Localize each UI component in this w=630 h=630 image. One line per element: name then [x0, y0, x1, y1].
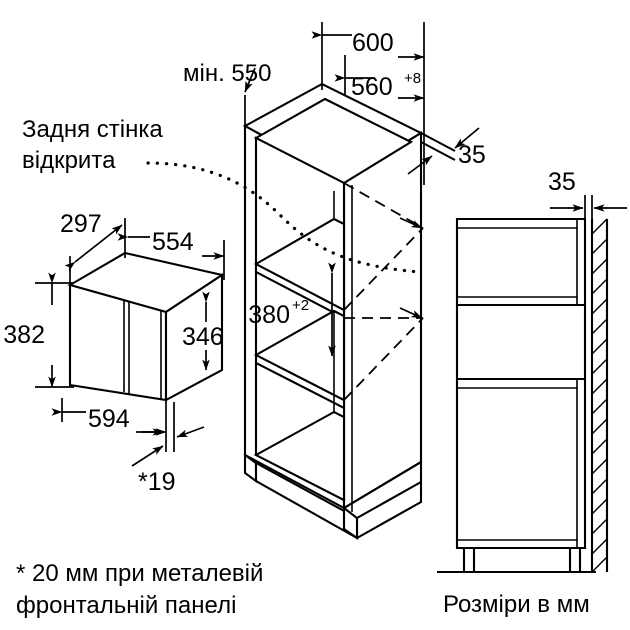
cabinet-lower-floor — [253, 410, 346, 502]
back-wall-open-annotation: Задня стінка відкрита — [22, 116, 422, 274]
dim-mw-front-height-value: 382 — [3, 321, 45, 349]
units-note: Розміри в мм — [443, 591, 590, 618]
side-section-drawing: 35 — [437, 168, 627, 574]
dim-top-clearance-arrow-upper — [454, 127, 480, 149]
dim-mw-body-height-value: 346 — [182, 323, 224, 351]
side-foot-right — [568, 546, 582, 574]
dim-niche-width-tolerance: +8 — [404, 70, 421, 87]
cabinet-shelf-lower-surface — [253, 309, 346, 402]
wall-hatching — [591, 218, 608, 573]
back-wall-open-line2: відкрита — [22, 147, 116, 174]
cabinet-plinth-right-top-edge — [356, 481, 422, 519]
cabinet-right-side-face — [342, 131, 423, 510]
hidden-depth-line-upper-top — [343, 182, 424, 229]
side-lower-box-inner — [457, 387, 578, 541]
dim-mw-panel-thickness-arrow-lower — [131, 445, 164, 467]
dim-mw-body-width-value: 554 — [152, 228, 194, 256]
cabinet-top-overhang-upper — [420, 132, 456, 152]
cabinet-isometric-drawing: 380 +2 — [242, 82, 424, 541]
dim-min-depth-arrow — [244, 67, 256, 93]
dim-mw-depth-line — [64, 224, 123, 272]
dim-top-clearance-value: 35 — [458, 141, 486, 169]
dim-wall-gap-value: 35 — [548, 168, 576, 196]
back-wall-open-leader-dotted — [146, 161, 422, 274]
dim-min-depth-label: мін. 550 — [183, 60, 271, 87]
dim-mw-depth-value: 297 — [60, 210, 102, 238]
microwave-dimensions: 297 554 382 346 594 *19 — [3, 210, 225, 496]
hidden-depth-arrow-niche — [399, 307, 423, 319]
dim-mw-panel-thickness-value: *19 — [138, 468, 176, 496]
hidden-depth-line-upper-diag — [343, 227, 424, 311]
dim-niche-height-value: 380 — [248, 301, 290, 329]
hidden-depth-line-niche-diag — [343, 317, 424, 401]
dim-mw-panel-thickness-arrow-right — [176, 426, 205, 438]
cabinet-top-overhang-lower — [420, 141, 456, 161]
side-upper-box-inner — [457, 227, 578, 298]
hidden-depth-arrow-upper — [399, 217, 423, 229]
back-wall-open-line1: Задня стінка — [22, 116, 163, 143]
dim-niche-width-value: 560 — [351, 73, 393, 101]
side-lower-box-outer — [455, 377, 587, 550]
side-foot-left — [462, 546, 476, 574]
dim-niche-height-tolerance: +2 — [292, 297, 309, 314]
dim-mw-front-width-value: 594 — [88, 405, 130, 433]
footnote-line2: фронтальній панелі — [16, 592, 236, 619]
footnote-line1: * 20 мм при металевій — [16, 560, 263, 587]
cabinet-top-dimensions: мін. 550 600 560 +8 35 — [183, 22, 486, 185]
footnotes: * 20 мм при металевій фронтальній панелі… — [16, 560, 590, 619]
cabinet-shelf-upper-surface — [253, 217, 346, 312]
dim-outer-width-value: 600 — [352, 29, 394, 57]
dim-top-clearance-arrow-lower — [407, 155, 433, 175]
side-upper-box-outer — [455, 217, 587, 307]
